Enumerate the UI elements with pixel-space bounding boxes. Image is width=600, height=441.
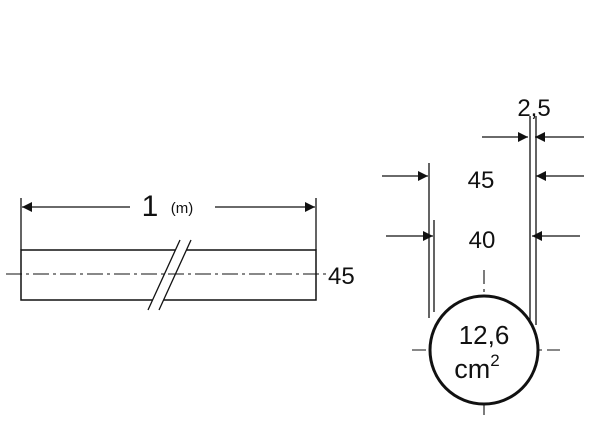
area-value: 12,6 <box>459 320 510 350</box>
length-unit: (m) <box>171 200 194 217</box>
area-unit-exponent: 2 <box>490 351 499 370</box>
side-diameter-label: 45 <box>328 263 355 290</box>
area-unit-base: cm <box>454 354 490 384</box>
pipe-break-line-2 <box>158 239 192 311</box>
inner-diameter-label: 40 <box>469 227 496 254</box>
outer-diameter-label: 45 <box>468 167 495 194</box>
area-unit: cm2 <box>454 351 499 384</box>
pipe-cross-section-circle <box>428 294 540 406</box>
pipe-body <box>20 249 317 301</box>
pipe-break-line-1 <box>147 239 181 311</box>
pipe-break-gap <box>148 240 191 310</box>
side-view: 1 (m) 45 <box>6 190 355 311</box>
wall-thickness-label: 2,5 <box>517 95 550 122</box>
cross-section-view: 2,5 45 40 12,6 cm2 <box>382 95 584 415</box>
length-value: 1 <box>142 190 159 223</box>
